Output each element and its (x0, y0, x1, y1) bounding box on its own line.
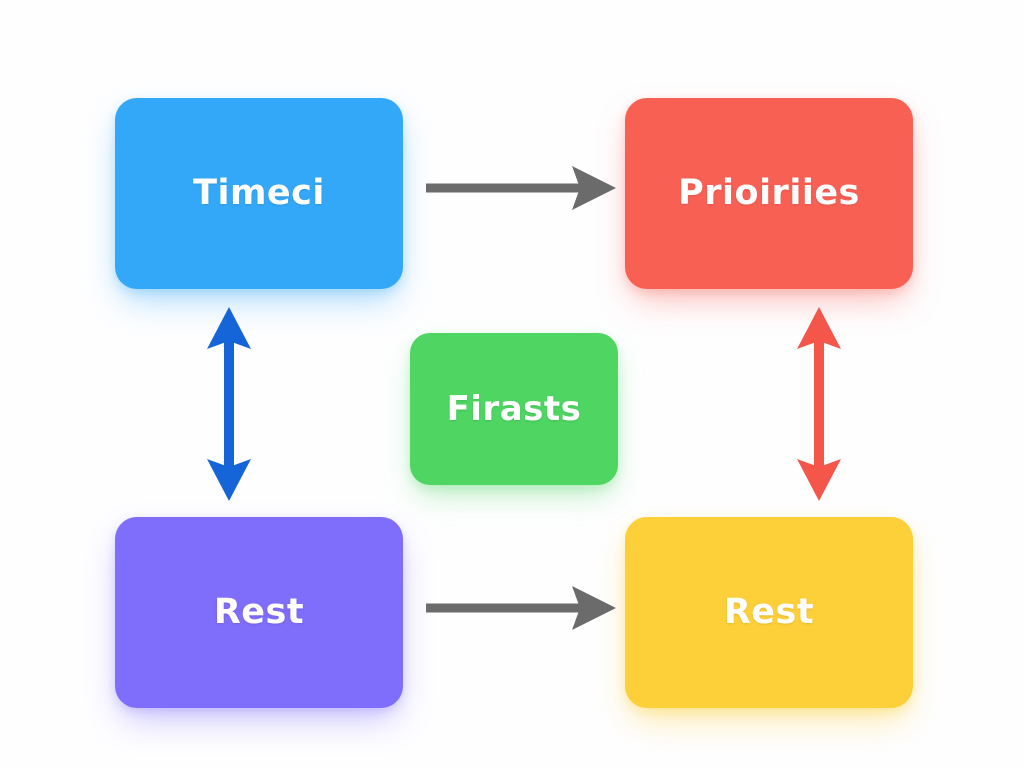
node-yellow-label: Rest (723, 592, 815, 632)
node-purple-label: Rest (213, 592, 305, 632)
arrow-top-horizontal-icon (426, 166, 616, 210)
arrow-left-vertical-double-icon (207, 307, 251, 501)
node-green[interactable]: Firasts (410, 333, 618, 485)
node-purple[interactable]: Rest (115, 517, 403, 708)
node-yellow[interactable]: Rest (625, 517, 913, 708)
node-red[interactable]: Prioiriies (625, 98, 913, 289)
node-blue-label: Timeci (193, 173, 325, 213)
node-red-label: Prioiriies (678, 173, 860, 213)
node-blue[interactable]: Timeci (115, 98, 403, 289)
node-green-label: Firasts (446, 389, 582, 429)
arrow-bottom-horizontal-icon (426, 586, 616, 630)
arrow-right-vertical-double-icon (797, 307, 841, 501)
